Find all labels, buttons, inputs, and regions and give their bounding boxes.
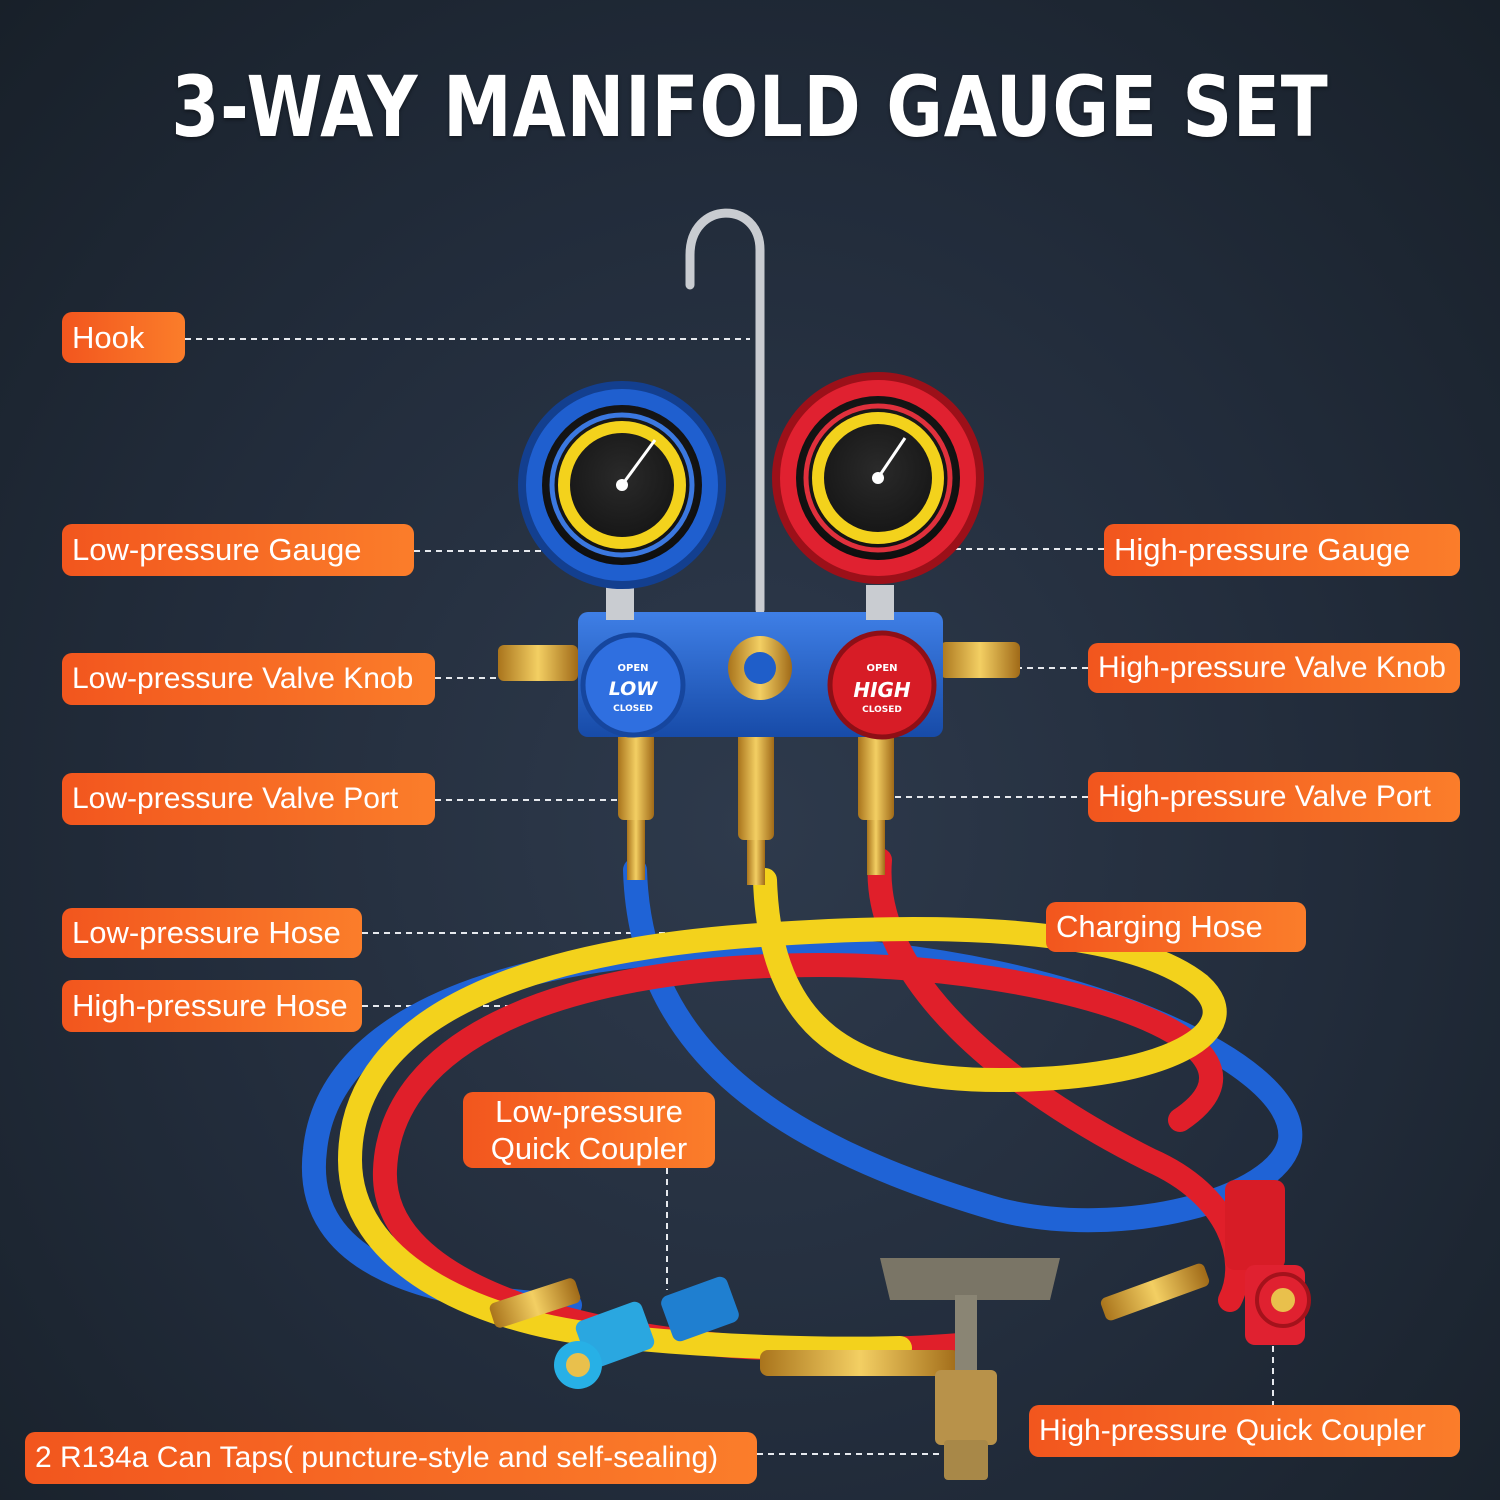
low-pressure-valve-knob: OPEN LOW CLOSED	[580, 632, 686, 738]
high-pressure-gauge	[772, 372, 984, 620]
low-pressure-quick-coupler	[489, 1276, 739, 1389]
page-title: 3-WAY MANIFOLD GAUGE SET	[171, 58, 1329, 156]
callout-charging-hose: Charging Hose	[1046, 902, 1306, 952]
callout-high-pressure-valve-port: High-pressure Valve Port	[1088, 772, 1460, 822]
callout-low-pressure-gauge: Low-pressure Gauge	[62, 524, 414, 576]
callout-low-pressure-hose: Low-pressure Hose	[62, 908, 362, 958]
low-knob-label: LOW	[609, 678, 659, 700]
high-pressure-quick-coupler	[1100, 1180, 1311, 1345]
callout-low-pressure-quick-coupler: Low-pressure Quick Coupler	[463, 1092, 715, 1168]
manifold-fittings	[498, 642, 1020, 885]
low-pressure-gauge	[518, 381, 726, 620]
charging-hose	[337, 868, 1227, 1361]
callout-low-coupler-line1: Low-pressure	[495, 1093, 683, 1129]
high-knob-label: HIGH	[853, 678, 911, 702]
callout-high-pressure-hose: High-pressure Hose	[62, 980, 362, 1032]
callout-hook: Hook	[62, 312, 185, 363]
callout-high-pressure-quick-coupler: High-pressure Quick Coupler	[1029, 1405, 1460, 1457]
callout-high-pressure-gauge: High-pressure Gauge	[1104, 524, 1460, 576]
callout-can-taps: 2 R134a Can Taps( puncture-style and sel…	[25, 1432, 757, 1484]
can-tap	[760, 1258, 1060, 1480]
low-knob-closed: CLOSED	[613, 704, 653, 714]
callout-low-pressure-valve-port: Low-pressure Valve Port	[62, 773, 435, 825]
callout-low-coupler-line2: Quick Coupler	[490, 1131, 688, 1166]
callout-low-pressure-valve-knob: Low-pressure Valve Knob	[62, 653, 435, 705]
hook	[685, 208, 765, 615]
high-pressure-valve-knob: OPEN HIGH CLOSED	[827, 630, 937, 740]
high-knob-closed: CLOSED	[862, 705, 902, 715]
high-knob-open: OPEN	[866, 663, 897, 674]
callout-high-pressure-valve-knob: High-pressure Valve Knob	[1088, 643, 1460, 693]
low-knob-open: OPEN	[617, 663, 648, 674]
